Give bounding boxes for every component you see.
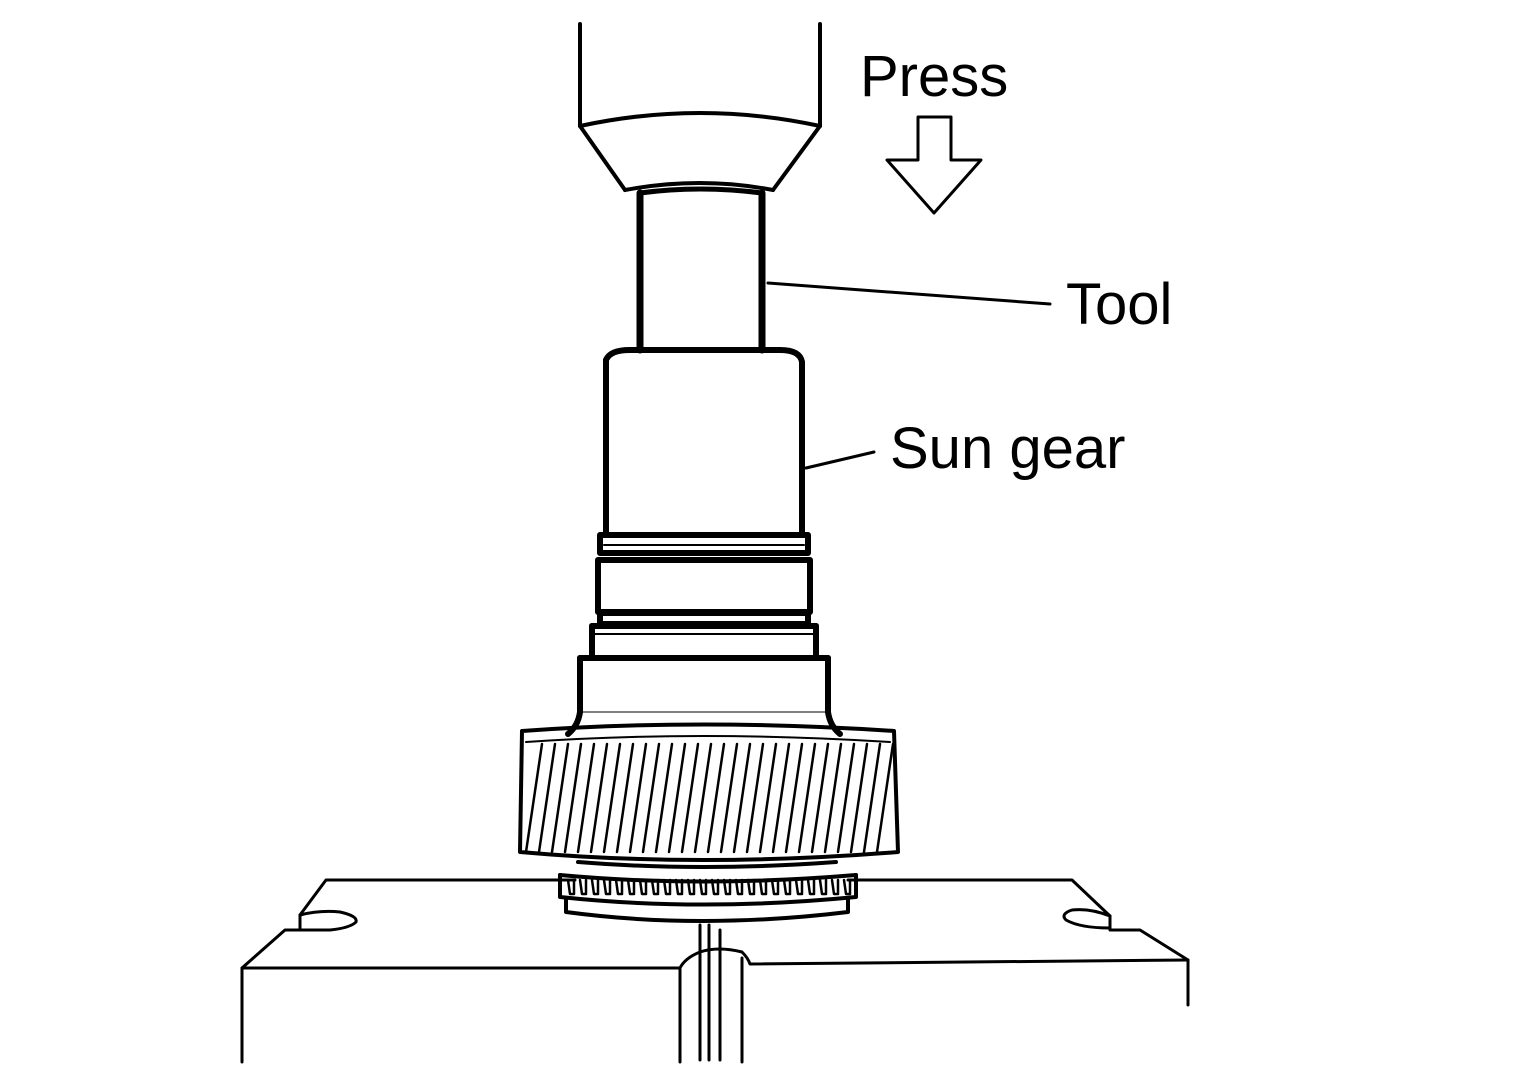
gear-tooth (784, 742, 804, 854)
bearing-tooth (578, 878, 588, 896)
bearing-tooth (734, 878, 744, 896)
bearing-tooth (710, 878, 720, 896)
gear-tooth (576, 742, 596, 854)
bearing-tooth (590, 878, 600, 896)
bearing-tooth (626, 878, 636, 896)
gear-tooth (875, 742, 895, 854)
gear-tooth (537, 742, 557, 854)
gear-tooth (667, 742, 687, 854)
bearing-tooth (770, 878, 780, 896)
gear-tooth (680, 742, 700, 854)
bearing-tooth (806, 878, 816, 896)
gear-tooth (836, 742, 856, 854)
lower-bearing (558, 860, 858, 923)
gear-tooth (823, 742, 843, 854)
gear-tooth (589, 742, 609, 854)
gear-tooth (615, 742, 635, 854)
press-arrow-icon (885, 115, 983, 215)
gear-tooth (758, 742, 778, 854)
tool (636, 186, 766, 354)
press-label: Press (860, 44, 1009, 109)
bearing-teeth (566, 878, 852, 896)
bearing-tooth (722, 878, 732, 896)
gear-tooth (719, 742, 739, 854)
gear-tooth (862, 742, 882, 854)
support-block (240, 878, 1190, 1064)
sun-gear-leader-line (804, 450, 876, 470)
gear-tooth (602, 742, 622, 854)
tool-label: Tool (1066, 272, 1173, 337)
gear-tooth (849, 742, 869, 854)
gear-tooth (797, 742, 817, 854)
sun-gear-label: Sun gear (890, 416, 1126, 481)
gear-teeth (524, 742, 895, 854)
bearing-tooth (758, 878, 768, 896)
gear-tooth (732, 742, 752, 854)
bearing-tooth (650, 878, 660, 896)
gear-tooth (706, 742, 726, 854)
bearing-tooth (818, 878, 828, 896)
gear-tooth (654, 742, 674, 854)
gear-tooth (641, 742, 661, 854)
gear-tooth (810, 742, 830, 854)
bearing-tooth (782, 878, 792, 896)
bearing-tooth (698, 878, 708, 896)
bearing-tooth (686, 878, 696, 896)
gear-tooth (771, 742, 791, 854)
gear-tooth (550, 742, 570, 854)
helical-gear (518, 722, 900, 862)
bearing-tooth (794, 878, 804, 896)
bearing-tooth (662, 878, 672, 896)
gear-tooth (628, 742, 648, 854)
bearing-tooth (566, 878, 576, 896)
gear-tooth (693, 742, 713, 854)
gear-tooth (563, 742, 583, 854)
bearing-tooth (674, 878, 684, 896)
bearing-tooth (746, 878, 756, 896)
bearing-tooth (638, 878, 648, 896)
gear-tooth (745, 742, 765, 854)
sun-gear-shaft (565, 347, 843, 737)
bearing-tooth (602, 878, 612, 896)
bearing-tooth (830, 878, 840, 896)
gear-tooth (524, 742, 544, 854)
tool-leader-line (766, 281, 1052, 306)
press-ram (578, 22, 822, 192)
bearing-tooth (842, 878, 852, 896)
bearing-tooth (614, 878, 624, 896)
